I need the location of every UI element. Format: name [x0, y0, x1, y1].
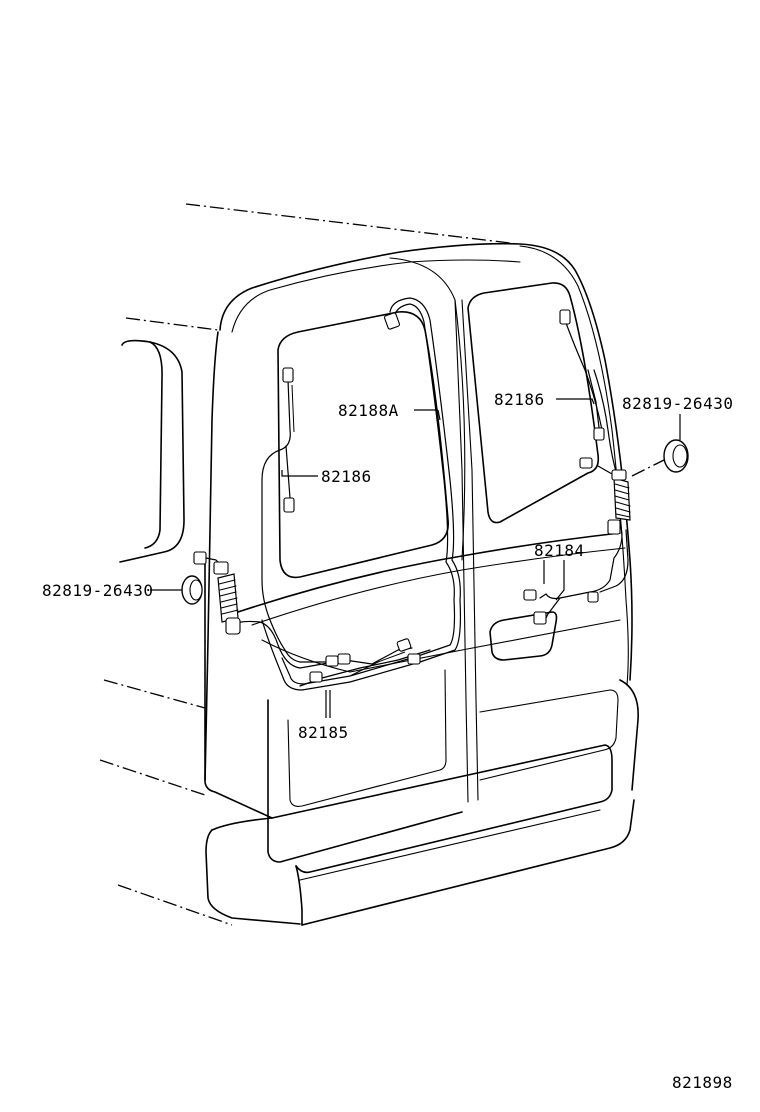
grommet-right-axis: [631, 459, 665, 477]
part-label-82184: 82184: [534, 541, 585, 560]
connectors: [193, 309, 631, 683]
part-label-82188a: 82188A: [338, 401, 399, 420]
part-label-82186-left: 82186: [321, 467, 372, 486]
grommet-right: [663, 439, 689, 473]
rear-door-frame: [204, 242, 639, 926]
grommet-left: [181, 575, 203, 605]
part-label-82186-right: 82186: [494, 390, 545, 409]
figure-number: 821898: [672, 1073, 733, 1092]
vehicle-body: [99, 203, 511, 926]
part-label-82819-26430-right: 82819-26430: [622, 394, 733, 413]
part-label-82819-26430-left: 82819-26430: [42, 581, 153, 600]
leader-lines: [150, 398, 681, 718]
part-label-82185: 82185: [298, 723, 349, 742]
